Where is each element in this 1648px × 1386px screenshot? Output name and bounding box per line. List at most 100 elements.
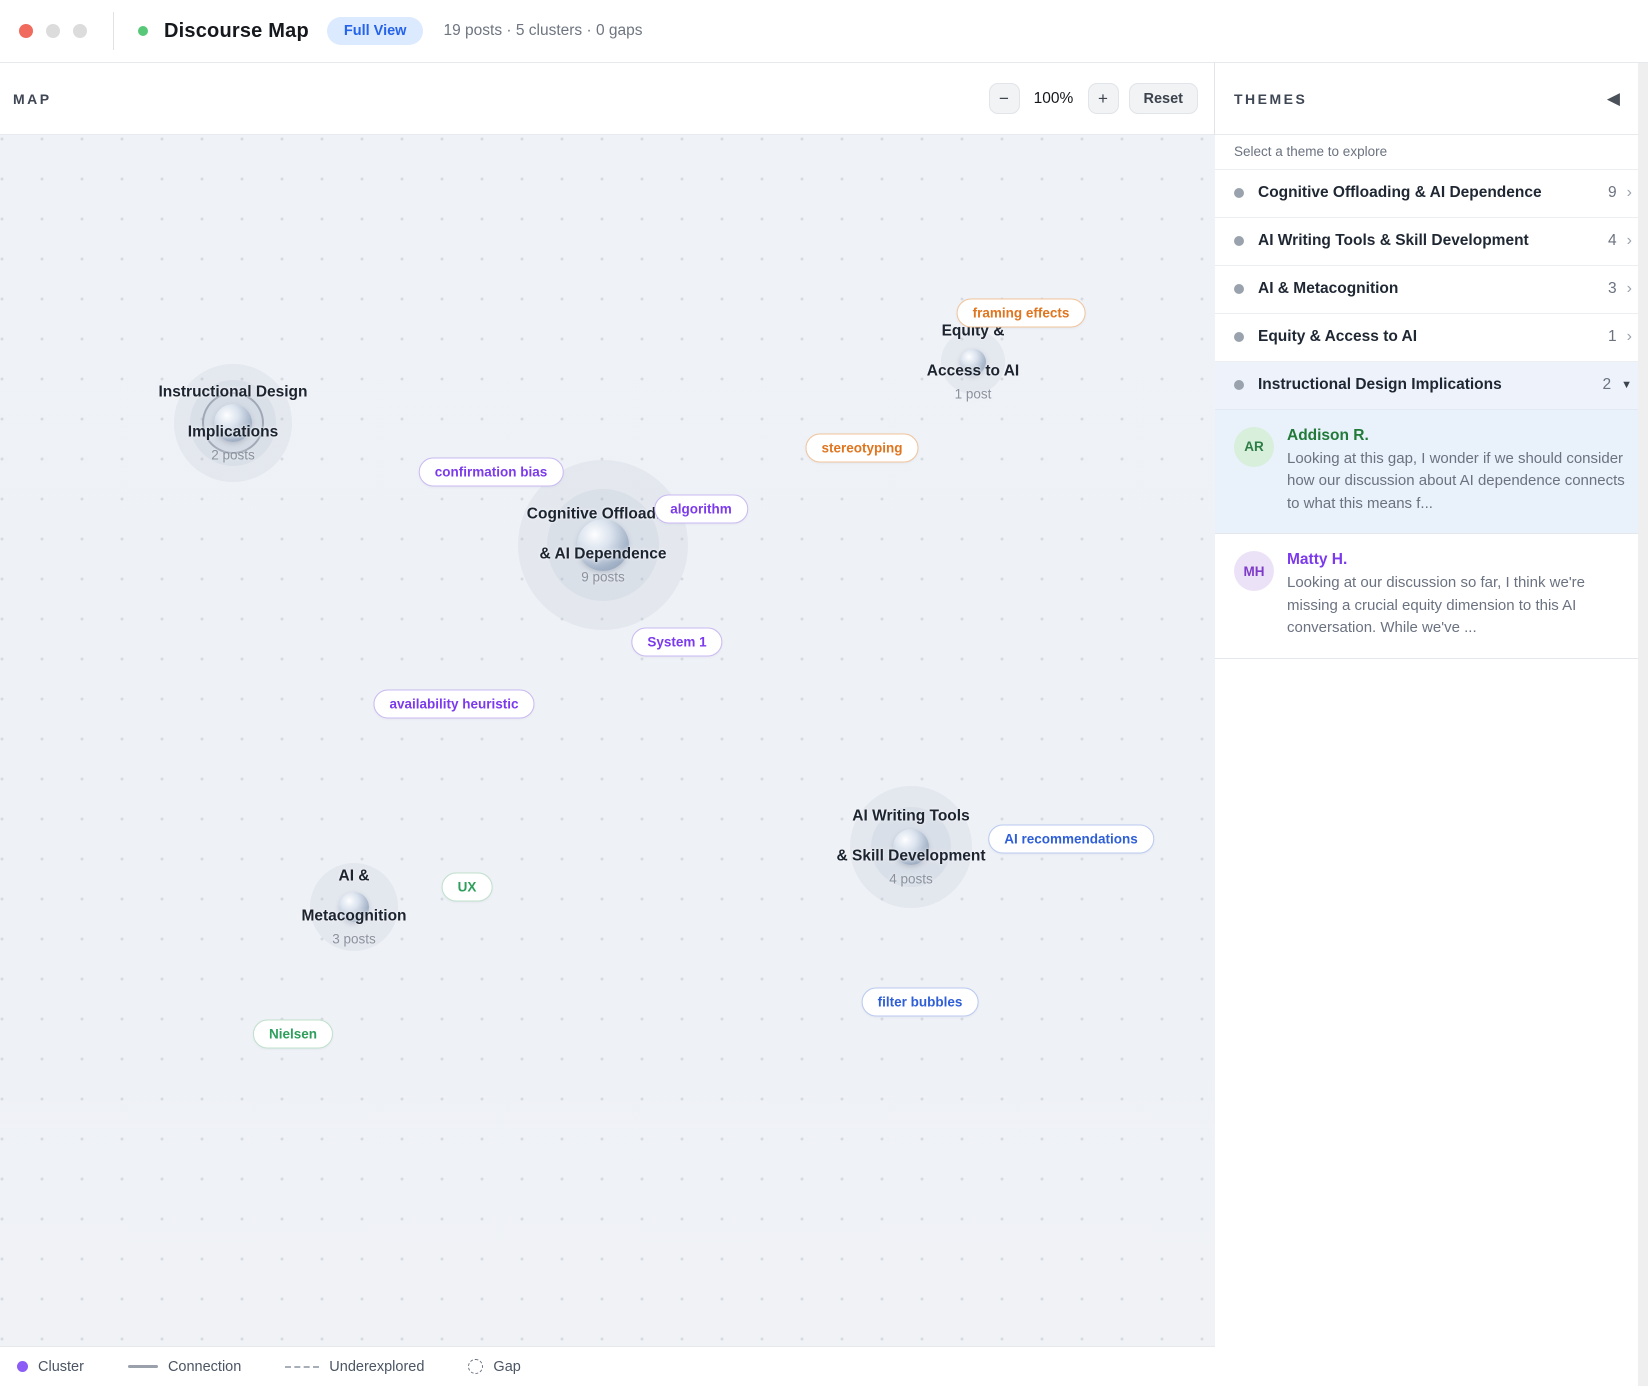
- post-excerpt: Looking at our discussion so far, I thin…: [1287, 574, 1586, 637]
- cluster-label-line1: AI &: [338, 867, 370, 885]
- theme-label: AI Writing Tools & Skill Development: [1258, 231, 1529, 249]
- cluster-labels: Instructional Design Implications 2 post…: [159, 384, 308, 463]
- chevron-right-icon: ›: [1626, 184, 1632, 202]
- theme-count: 4: [1608, 232, 1617, 250]
- chevron-down-icon: ▼: [1621, 378, 1632, 391]
- cluster-post-count: 3 posts: [332, 931, 376, 947]
- content: MAP − 100% + Reset Instructional: [0, 63, 1648, 1386]
- cluster-label-line2: Access to AI: [926, 362, 1020, 380]
- cluster-labels: AI & Metacognition 3 posts: [301, 868, 406, 947]
- post-card-addison[interactable]: AR Addison R. Looking at this gap, I won…: [1215, 409, 1648, 535]
- cluster-post-count: 2 posts: [211, 447, 255, 463]
- theme-dot-icon: [1234, 332, 1244, 343]
- cluster-label-line2: Metacognition: [301, 907, 407, 925]
- tag-system-1[interactable]: System 1: [631, 627, 723, 657]
- post-excerpt: Looking at this gap, I wonder if we shou…: [1287, 449, 1625, 512]
- sidebar-scrollbar-track[interactable]: [1638, 63, 1648, 1386]
- tag-nielsen[interactable]: Nielsen: [252, 1019, 334, 1049]
- legend-connection-label: Connection: [167, 1358, 242, 1375]
- post-author: Matty H.: [1287, 551, 1348, 569]
- full-view-badge[interactable]: Full View: [326, 17, 424, 45]
- theme-hint: Select a theme to explore: [1215, 135, 1648, 170]
- post-body: Addison R. Looking at this gap, I wonder…: [1287, 427, 1631, 516]
- cluster-node[interactable]: [577, 519, 629, 571]
- cluster-label-line2: & Skill Development: [836, 847, 986, 865]
- cluster-post-count: 4 posts: [889, 871, 933, 887]
- cluster-post-count: 1 post: [954, 386, 992, 402]
- cluster-label-line2: Implications: [187, 423, 279, 441]
- legend-underexplored-label: Underexplored: [329, 1358, 425, 1375]
- theme-row-ai-metacognition[interactable]: AI & Metacognition 3 ›: [1215, 265, 1648, 314]
- legend-gap-label: Gap: [493, 1358, 521, 1375]
- tag-ai-recommendations[interactable]: AI recommendations: [988, 824, 1154, 854]
- zoom-window-button[interactable]: [73, 24, 87, 38]
- theme-label: Instructional Design Implications: [1258, 375, 1502, 393]
- theme-row-equity-access[interactable]: Equity & Access to AI 1 ›: [1215, 313, 1648, 362]
- chevron-right-icon: ›: [1626, 232, 1632, 250]
- theme-label: Cognitive Offloading & AI Dependence: [1258, 184, 1542, 201]
- post-author: Addison R.: [1287, 426, 1369, 444]
- themes-sidebar: THEMES ◀ Select a theme to explore Cogni…: [1215, 63, 1648, 1386]
- post-body: Matty H. Looking at our discussion so fa…: [1287, 551, 1631, 640]
- theme-label: AI & Metacognition: [1258, 279, 1399, 297]
- minimize-window-button[interactable]: [46, 24, 60, 38]
- cluster-label-line1: Instructional Design: [158, 383, 308, 401]
- theme-dot-icon: [1234, 236, 1244, 247]
- theme-dot-icon: [1234, 188, 1244, 199]
- map-canvas[interactable]: Instructional Design Implications 2 post…: [0, 135, 1215, 1346]
- theme-row-cognitive-offloading[interactable]: Cognitive Offloading & AI Dependence 9 ›: [1215, 170, 1648, 218]
- cluster-labels: AI Writing Tools & Skill Development 4 p…: [836, 808, 985, 887]
- map-panel-label: MAP: [13, 90, 52, 107]
- cluster-label-line1: Cognitive Offloading: [526, 505, 680, 523]
- avatar: AR: [1234, 426, 1274, 467]
- cluster-node[interactable]: [214, 404, 252, 442]
- tag-confirmation-bias[interactable]: confirmation bias: [418, 457, 564, 487]
- zoom-in-button[interactable]: +: [1087, 83, 1119, 114]
- zoom-reset-button[interactable]: Reset: [1128, 83, 1198, 114]
- legend-cluster: Cluster: [17, 1359, 84, 1375]
- gap-circle-icon: [468, 1359, 484, 1374]
- cluster-dot-icon: [17, 1361, 28, 1372]
- theme-count: 3: [1608, 280, 1617, 298]
- tag-ux[interactable]: UX: [441, 872, 493, 902]
- chevron-right-icon: ›: [1626, 328, 1632, 346]
- cluster-label-line1: AI Writing Tools: [852, 807, 970, 825]
- dot-grid: [0, 135, 1215, 1346]
- tag-stereotyping[interactable]: stereotyping: [805, 433, 919, 463]
- cluster-node[interactable]: [960, 349, 986, 375]
- cluster-node[interactable]: [893, 829, 929, 865]
- theme-row-instructional-design[interactable]: Instructional Design Implications 2 ▼: [1215, 361, 1648, 410]
- cluster-label-line2: & AI Dependence: [539, 545, 667, 563]
- post-card-matty[interactable]: MH Matty H. Looking at our discussion so…: [1215, 534, 1648, 659]
- theme-row-ai-writing-tools[interactable]: AI Writing Tools & Skill Development 4 ›: [1215, 217, 1648, 266]
- connection-line-icon: [127, 1365, 158, 1368]
- cluster-post-count: 9 posts: [581, 569, 625, 585]
- legend-underexplored: Underexplored: [285, 1359, 424, 1375]
- cluster-labels: Cognitive Offloading & AI Dependence 9 p…: [527, 506, 679, 585]
- cluster-node[interactable]: [339, 892, 369, 922]
- theme-dot-icon: [1234, 284, 1244, 295]
- legend-cluster-label: Cluster: [38, 1358, 84, 1375]
- zoom-out-button[interactable]: −: [988, 83, 1020, 114]
- theme-count: 9: [1608, 184, 1617, 202]
- theme-count: 2: [1602, 376, 1612, 394]
- map-stats: 19 posts · 5 clusters · 0 gaps: [443, 22, 643, 39]
- tag-filter-bubbles[interactable]: filter bubbles: [861, 987, 979, 1017]
- tag-framing-effects[interactable]: framing effects: [956, 298, 1086, 328]
- page-title: Discourse Map: [164, 19, 309, 42]
- map-panel: MAP − 100% + Reset Instructional: [0, 63, 1215, 1386]
- chevron-right-icon: ›: [1626, 280, 1632, 298]
- underexplored-dash-icon: [285, 1365, 320, 1368]
- zoom-level: 100%: [1033, 89, 1074, 107]
- close-window-button[interactable]: [19, 24, 33, 38]
- tag-availability-heuristic[interactable]: availability heuristic: [373, 689, 535, 719]
- status-dot-icon: [138, 26, 148, 36]
- cluster-labels: Equity & Access to AI 1 post: [927, 323, 1019, 402]
- legend-gap: Gap: [468, 1358, 521, 1375]
- theme-count: 1: [1608, 328, 1617, 346]
- collapse-sidebar-icon[interactable]: ◀: [1606, 89, 1620, 108]
- theme-label: Equity & Access to AI: [1258, 327, 1418, 345]
- tag-algorithm[interactable]: algorithm: [654, 494, 748, 524]
- titlebar-divider: [113, 12, 114, 50]
